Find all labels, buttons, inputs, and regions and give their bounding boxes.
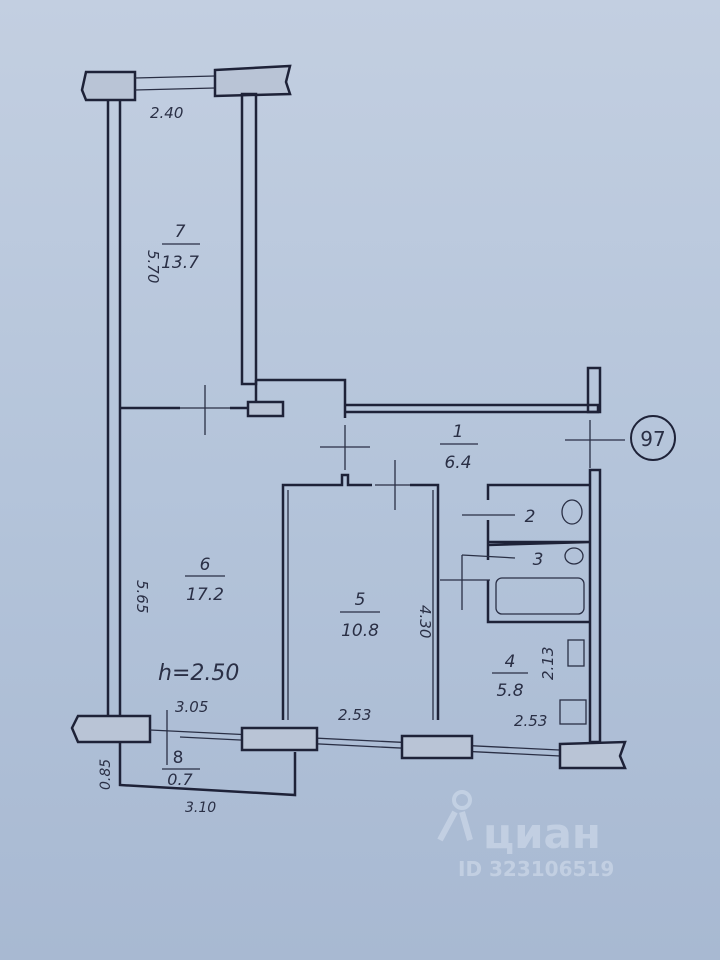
dim-room7-width: 2.40 <box>150 104 183 122</box>
dim-room6-width: 3.05 <box>175 698 208 716</box>
top-wall-left <box>80 70 137 102</box>
room7-right-wall <box>240 92 258 386</box>
top-wall-right <box>213 64 292 98</box>
room-number: 8 <box>173 748 184 768</box>
wall-segment <box>246 400 285 418</box>
room-area: 0.7 <box>167 770 193 789</box>
wall-pier-2 <box>400 734 474 760</box>
bottom-wall-left <box>70 714 152 744</box>
window-top-line <box>134 87 216 91</box>
stove-icon <box>559 699 587 725</box>
room-area: 10.8 <box>341 621 379 641</box>
room-3-label: 3 <box>533 550 544 570</box>
window-top <box>134 75 216 79</box>
dim-balcony-depth: 0.85 <box>98 759 114 790</box>
dim-room6-length: 5.65 <box>133 580 151 613</box>
room5-walls <box>281 473 440 720</box>
door-markers <box>180 385 625 610</box>
room-5-label: 5 10.8 <box>340 590 380 641</box>
dim-room4-width: 2.53 <box>514 712 547 730</box>
watermark-brand: циан <box>483 809 601 858</box>
room-4-label: 4 5.8 <box>492 652 528 701</box>
room-area: 6.4 <box>444 453 471 473</box>
room-area: 5.8 <box>496 681 523 701</box>
toilet-icon <box>561 499 583 525</box>
bathroom-walls <box>486 483 591 624</box>
room-number: 1 <box>453 422 464 442</box>
left-wall <box>106 86 122 720</box>
room-number: 7 <box>175 222 186 242</box>
room-7-label: 7 13.7 <box>161 222 200 273</box>
room-2-label: 2 <box>525 507 536 527</box>
watermark: циан ID 323106519 <box>437 790 614 881</box>
dim-room7-length: 5.70 <box>144 250 162 283</box>
location-pin-icon <box>452 790 472 810</box>
room-8-label: 8 0.7 <box>162 748 200 789</box>
building-marker <box>630 415 676 461</box>
cian-logo-icon <box>437 810 473 842</box>
bathtub-icon <box>495 577 585 615</box>
bottom-window-line <box>149 729 601 753</box>
wall-pier-1 <box>240 726 319 752</box>
ceiling-height: h=2.50 <box>158 661 239 686</box>
kitchen-sink-icon <box>567 639 585 667</box>
balcony <box>118 742 297 797</box>
room-area: 13.7 <box>161 253 199 273</box>
room-number: 5 <box>355 590 366 610</box>
right-wall <box>588 468 602 744</box>
dim-room5-width: 2.53 <box>338 706 371 724</box>
dim-room5-length: 4.30 <box>416 605 434 638</box>
corridor-wall <box>120 403 600 414</box>
room-1-label: 1 6.4 <box>440 422 478 473</box>
room5-inner <box>287 490 434 720</box>
room-number: 4 <box>505 652 516 672</box>
building-marker-label: 97 <box>640 427 665 451</box>
dim-balcony-width: 3.10 <box>185 800 216 816</box>
sink-icon <box>564 547 584 565</box>
room-6-label: 6 17.2 <box>185 555 225 605</box>
watermark-id: ID 323106519 <box>458 857 614 881</box>
wall-pier-3 <box>558 740 627 770</box>
dim-room4-length: 2.13 <box>539 647 557 680</box>
right-wall-top <box>586 366 602 414</box>
room-area: 17.2 <box>186 585 224 605</box>
room-number: 6 <box>200 555 211 575</box>
